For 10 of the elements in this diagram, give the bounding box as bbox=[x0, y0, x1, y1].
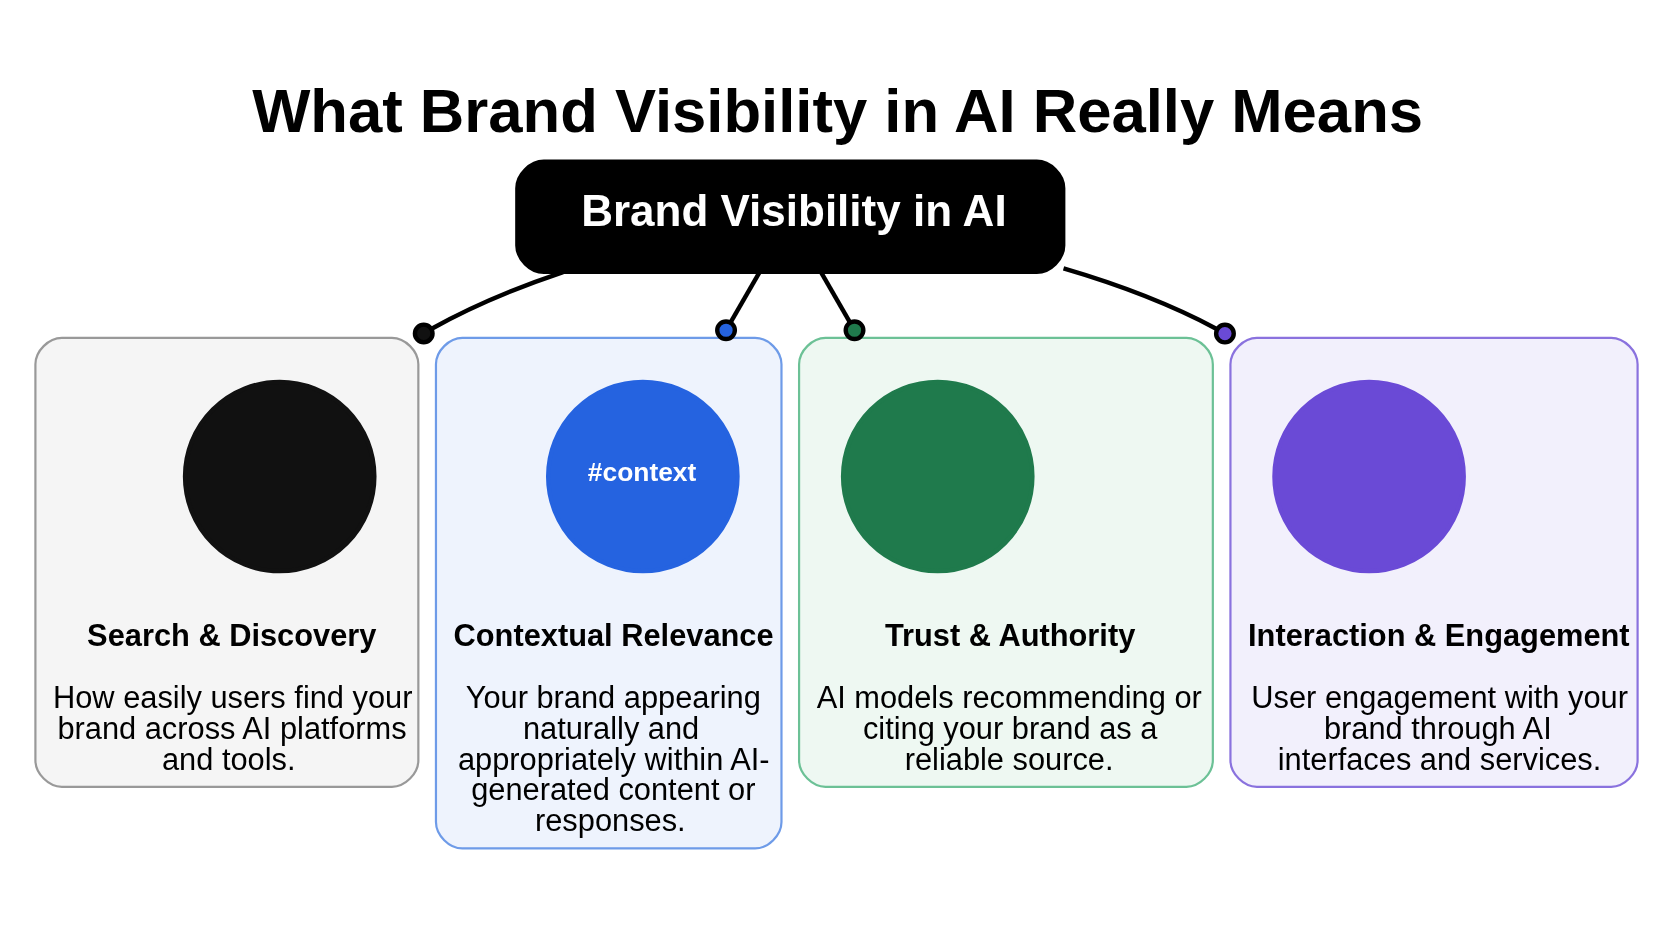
node-circle: #context bbox=[545, 379, 740, 573]
cluster: Interaction & Engagement User engagement with your brand through AI interfaces and services. bbox=[1228, 336, 1639, 788]
node-box: Brand Visibility in AI bbox=[514, 159, 1065, 274]
node-circle bbox=[182, 379, 377, 573]
connector bbox=[1062, 265, 1236, 345]
cluster: Search & Discovery How easily users find your brand across AI platforms and tools. bbox=[33, 336, 419, 788]
diagram-title: What Brand Visibility in AI Really Means bbox=[251, 75, 1423, 145]
cluster: Trust & Authority AI models recommending or citing your brand as a reliable source. bbox=[797, 336, 1214, 788]
node-circle bbox=[840, 379, 1035, 573]
node-circle bbox=[1271, 379, 1466, 573]
